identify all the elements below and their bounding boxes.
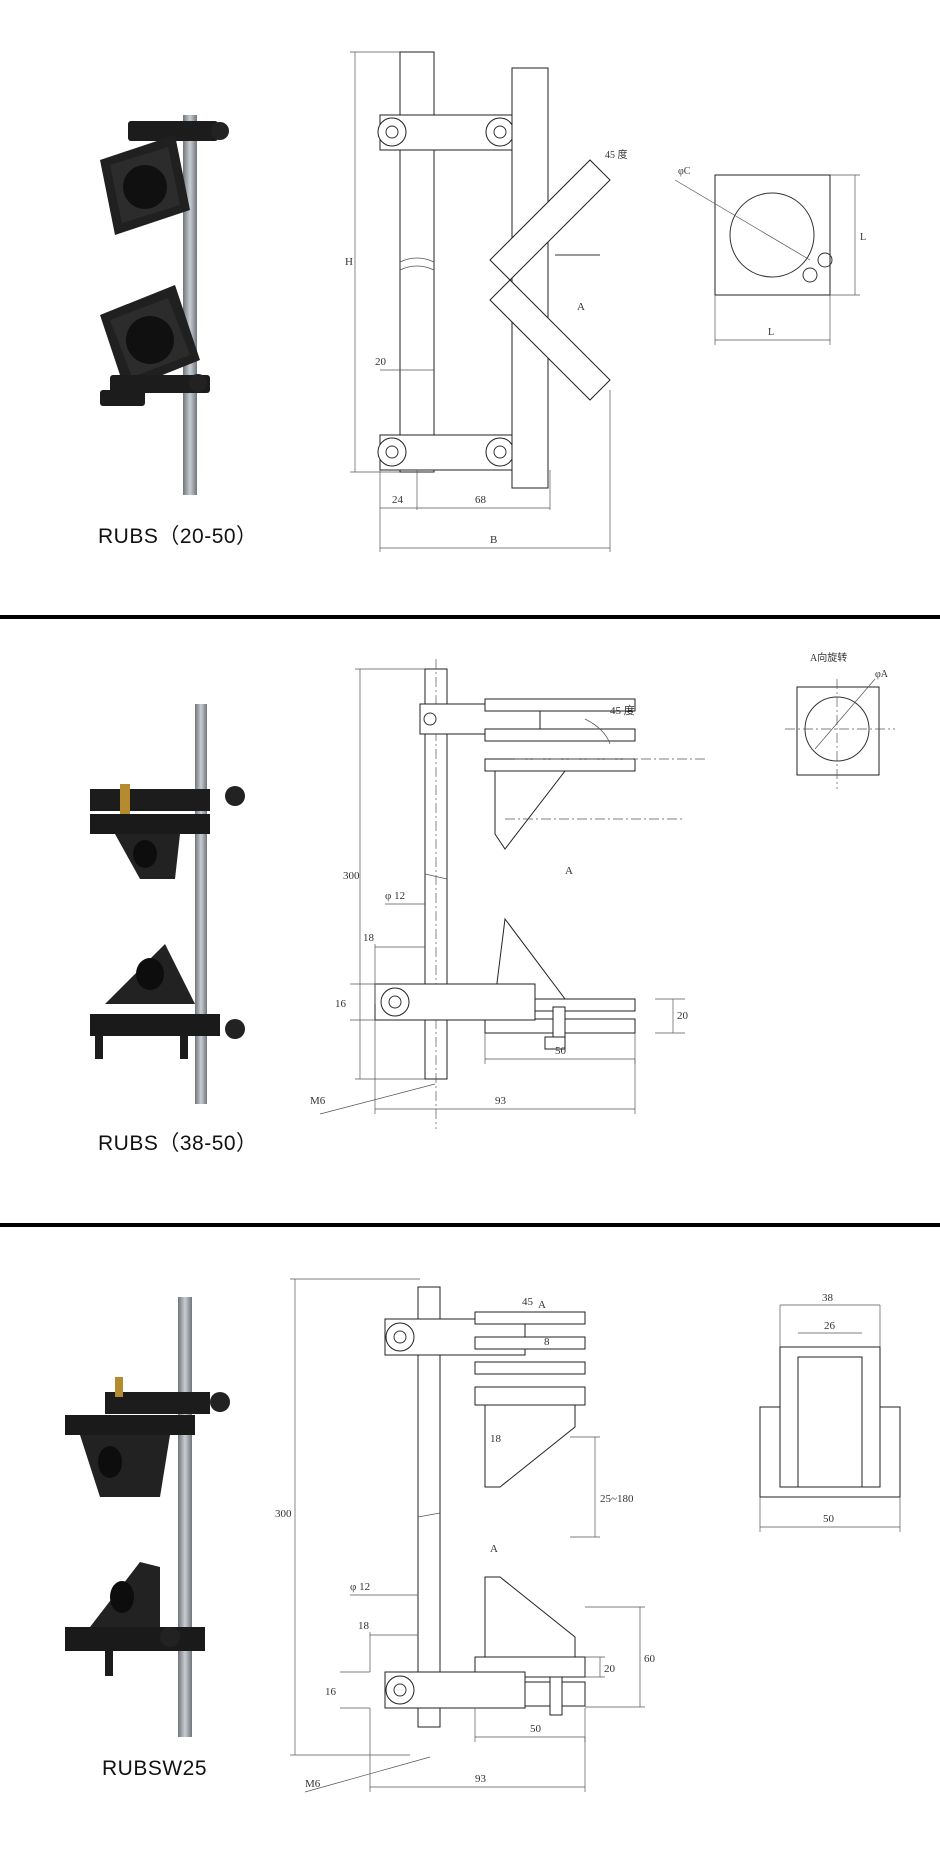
dim-20: 20 <box>375 356 387 368</box>
dim-m6: M6 <box>305 1778 321 1790</box>
technical-drawing-1: H A 45 度 20 24 68 B <box>345 51 628 552</box>
dim-8: 8 <box>544 1336 550 1348</box>
dim-26: 26 <box>824 1320 836 1332</box>
dim-a-top: A <box>538 1299 546 1311</box>
dim-m6: M6 <box>310 1095 326 1107</box>
detail-drawing-1: φC L L <box>674 166 866 345</box>
dim-phi-12: φ 12 <box>385 890 405 902</box>
dim-16: 16 <box>325 1686 337 1698</box>
product-section-3: RUBSW25 300 45 A 8 18 A 25~180 <box>0 1227 940 1860</box>
dim-18-diag: 18 <box>490 1433 502 1445</box>
model-label: RUBS（20-50） <box>98 525 258 548</box>
dim-38: 38 <box>822 1292 834 1304</box>
dim-a-bottom: A <box>490 1543 498 1555</box>
model-label: RUBSW25 <box>102 1757 208 1780</box>
section-divider <box>0 615 940 619</box>
dim-phi-12: φ 12 <box>350 1581 370 1593</box>
detail-drawing-3: 38 26 50 <box>759 1292 901 1532</box>
dim-phi-c: φC <box>678 166 691 177</box>
product-section-2: RUBS（38-50） 300 45 度 A φ 12 <box>0 619 940 1223</box>
technical-drawing-2: 300 45 度 A φ 12 18 16 <box>310 659 705 1129</box>
dim-l-bottom: L <box>768 327 774 338</box>
dim-18: 18 <box>363 932 375 944</box>
dim-68: 68 <box>475 494 487 506</box>
dim-45: 45 <box>522 1296 534 1308</box>
dim-18: 18 <box>358 1620 370 1632</box>
dim-93: 93 <box>475 1773 487 1785</box>
product-section-1: RUBS（20-50） H A 45 度 20 <box>0 0 940 615</box>
product-photo-rubsw25 <box>65 1297 230 1737</box>
dim-300: 300 <box>275 1508 292 1520</box>
dim-20: 20 <box>677 1010 689 1022</box>
product-photo-rubs-20-50 <box>100 115 229 495</box>
dim-a: A <box>577 301 585 313</box>
dim-50: 50 <box>530 1723 542 1735</box>
dim-93: 93 <box>495 1095 507 1107</box>
dim-24: 24 <box>392 494 404 506</box>
detail-drawing-2: A向旋转 φA <box>785 651 895 789</box>
dim-60: 60 <box>644 1653 656 1665</box>
dim-b: B <box>490 534 497 546</box>
dim-50: 50 <box>555 1045 567 1057</box>
dim-45: 45 度 <box>605 148 628 161</box>
section-divider <box>0 1223 940 1227</box>
technical-drawing-3: 300 45 A 8 18 A 25~180 20 60 <box>275 1278 656 1793</box>
dim-a: A <box>565 865 573 877</box>
dim-300: 300 <box>343 870 360 882</box>
dim-l-right: L <box>860 232 866 243</box>
dim-h: H <box>345 256 353 268</box>
product-photo-rubs-38-50 <box>90 704 245 1104</box>
dim-25-180: 25~180 <box>600 1493 634 1505</box>
dim-20: 20 <box>604 1663 616 1675</box>
dim-16: 16 <box>335 998 347 1010</box>
dim-45-degree: 45 度 <box>610 703 635 717</box>
detail-title: A向旋转 <box>810 651 847 664</box>
dim-phi-a: φA <box>875 669 889 680</box>
model-label: RUBS（38-50） <box>98 1132 258 1155</box>
dim-50: 50 <box>823 1513 835 1525</box>
